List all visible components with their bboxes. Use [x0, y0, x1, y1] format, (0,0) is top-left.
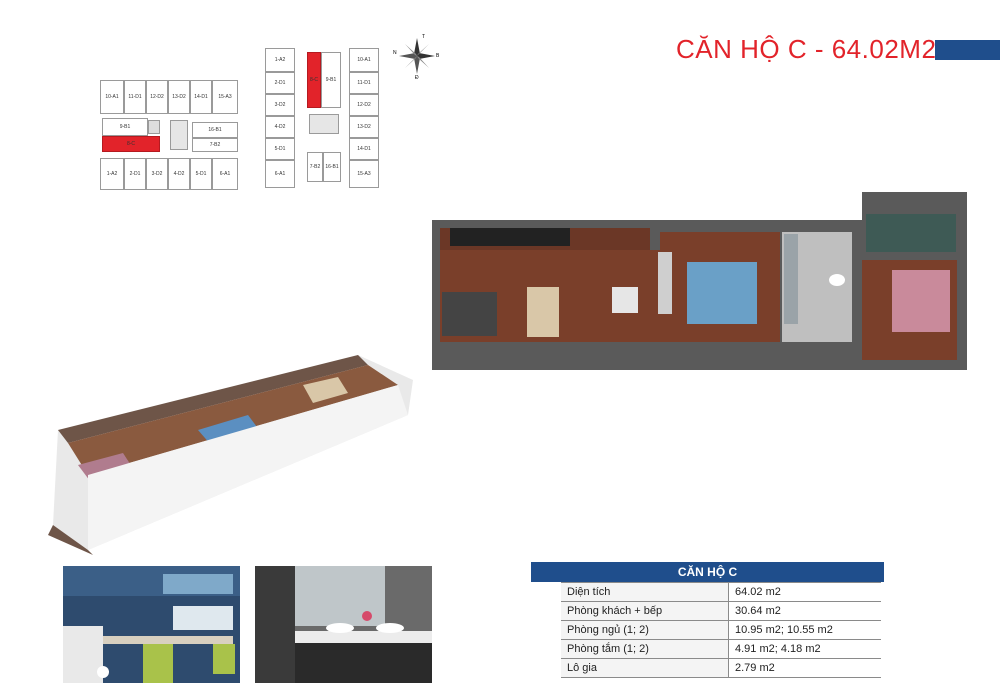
unit: 12-D2 [349, 94, 379, 116]
unit: 13-D2 [349, 116, 379, 138]
unit: 9-B1 [321, 52, 341, 108]
unit-highlighted: 8-C [102, 136, 160, 152]
compass-b: B [436, 53, 440, 59]
photo-bedroom-interior [63, 566, 240, 683]
compass-n: N [393, 50, 397, 56]
sofa [658, 252, 672, 314]
row-label: Phòng ngủ (1; 2) [561, 620, 729, 640]
unit: 10-A1 [100, 80, 124, 114]
unit-highlighted: 8-C [307, 52, 321, 108]
unit: 11-D1 [124, 80, 146, 114]
unit: 6-A1 [212, 158, 238, 190]
stair-core [148, 120, 160, 134]
row-value: 30.64 m2 [728, 601, 881, 621]
row-label: Phòng tắm (1; 2) [561, 639, 729, 659]
armchair [612, 287, 638, 313]
table-row: Lô gia 2.79 m2 [561, 658, 881, 678]
unit: 14-D1 [349, 138, 379, 160]
row-value: 2.79 m2 [728, 658, 881, 678]
compass-t: T [422, 34, 425, 40]
floor-plan-3d [48, 355, 413, 555]
bed-1 [687, 262, 757, 324]
unit: 15-A3 [212, 80, 238, 114]
kitchen-counter [450, 228, 570, 246]
unit: 1-A2 [265, 48, 295, 72]
dining-3d [303, 377, 348, 403]
unit: 4-D2 [168, 158, 190, 190]
unit: 5-D1 [190, 158, 212, 190]
loggia [866, 214, 956, 252]
row-value: 4.91 m2; 4.18 m2 [728, 639, 881, 659]
page-title: CĂN HỘ C - 64.02M2 [676, 34, 937, 64]
photo-bathroom-interior [255, 566, 432, 683]
unit: 11-D1 [349, 72, 379, 94]
unit: 9-B1 [102, 118, 148, 136]
row-value: 64.02 m2 [728, 582, 881, 602]
row-value: 10.95 m2; 10.55 m2 [728, 620, 881, 640]
row-label: Lô gia [561, 658, 729, 678]
unit: 6-A1 [265, 160, 295, 188]
unit: 3-D2 [146, 158, 168, 190]
unit: 10-A1 [349, 48, 379, 72]
bed-2 [892, 270, 950, 332]
dining-table [527, 287, 559, 337]
unit: 3-D2 [265, 94, 295, 116]
keyplan-left: 10-A1 11-D1 12-D2 13-D2 14-D1 15-A3 9-B1… [100, 80, 240, 195]
unit: 14-D1 [190, 80, 212, 114]
unit: 12-D2 [146, 80, 168, 114]
elevator-core [170, 120, 188, 150]
balcony [442, 292, 497, 336]
unit: 4-D2 [265, 116, 295, 138]
unit: 15-A3 [349, 160, 379, 188]
table-row: Phòng ngủ (1; 2) 10.95 m2; 10.55 m2 [561, 620, 881, 640]
apartment-info-table: CĂN HỘ C Diện tích 64.02 m2 Phòng khách … [531, 562, 884, 678]
elevator-core [309, 114, 339, 134]
table-row: Diện tích 64.02 m2 [561, 582, 881, 602]
row-label: Diện tích [561, 582, 729, 602]
compass-icon: T B N Đ [393, 34, 440, 80]
compass-d: Đ [415, 75, 419, 80]
table-row: Phòng tắm (1; 2) 4.91 m2; 4.18 m2 [561, 639, 881, 659]
unit: 7-B2 [307, 152, 323, 182]
table-header: CĂN HỘ C [531, 562, 884, 582]
unit: 1-A2 [100, 158, 124, 190]
table-row: Phòng khách + bếp 30.64 m2 [561, 601, 881, 621]
title-accent-bar [935, 40, 1000, 60]
row-label: Phòng khách + bếp [561, 601, 729, 621]
unit: 2-D1 [265, 72, 295, 94]
floor-plan-2d [432, 192, 967, 370]
unit: 5-D1 [265, 138, 295, 160]
unit: 13-D2 [168, 80, 190, 114]
keyplan-right: 1-A2 2-D1 3-D2 4-D2 5-D1 6-A1 8-C 9-B1 7… [265, 48, 385, 198]
unit: 16-B1 [192, 122, 238, 138]
unit: 16-B1 [323, 152, 341, 182]
unit: 2-D1 [124, 158, 146, 190]
unit: 7-B2 [192, 138, 238, 152]
